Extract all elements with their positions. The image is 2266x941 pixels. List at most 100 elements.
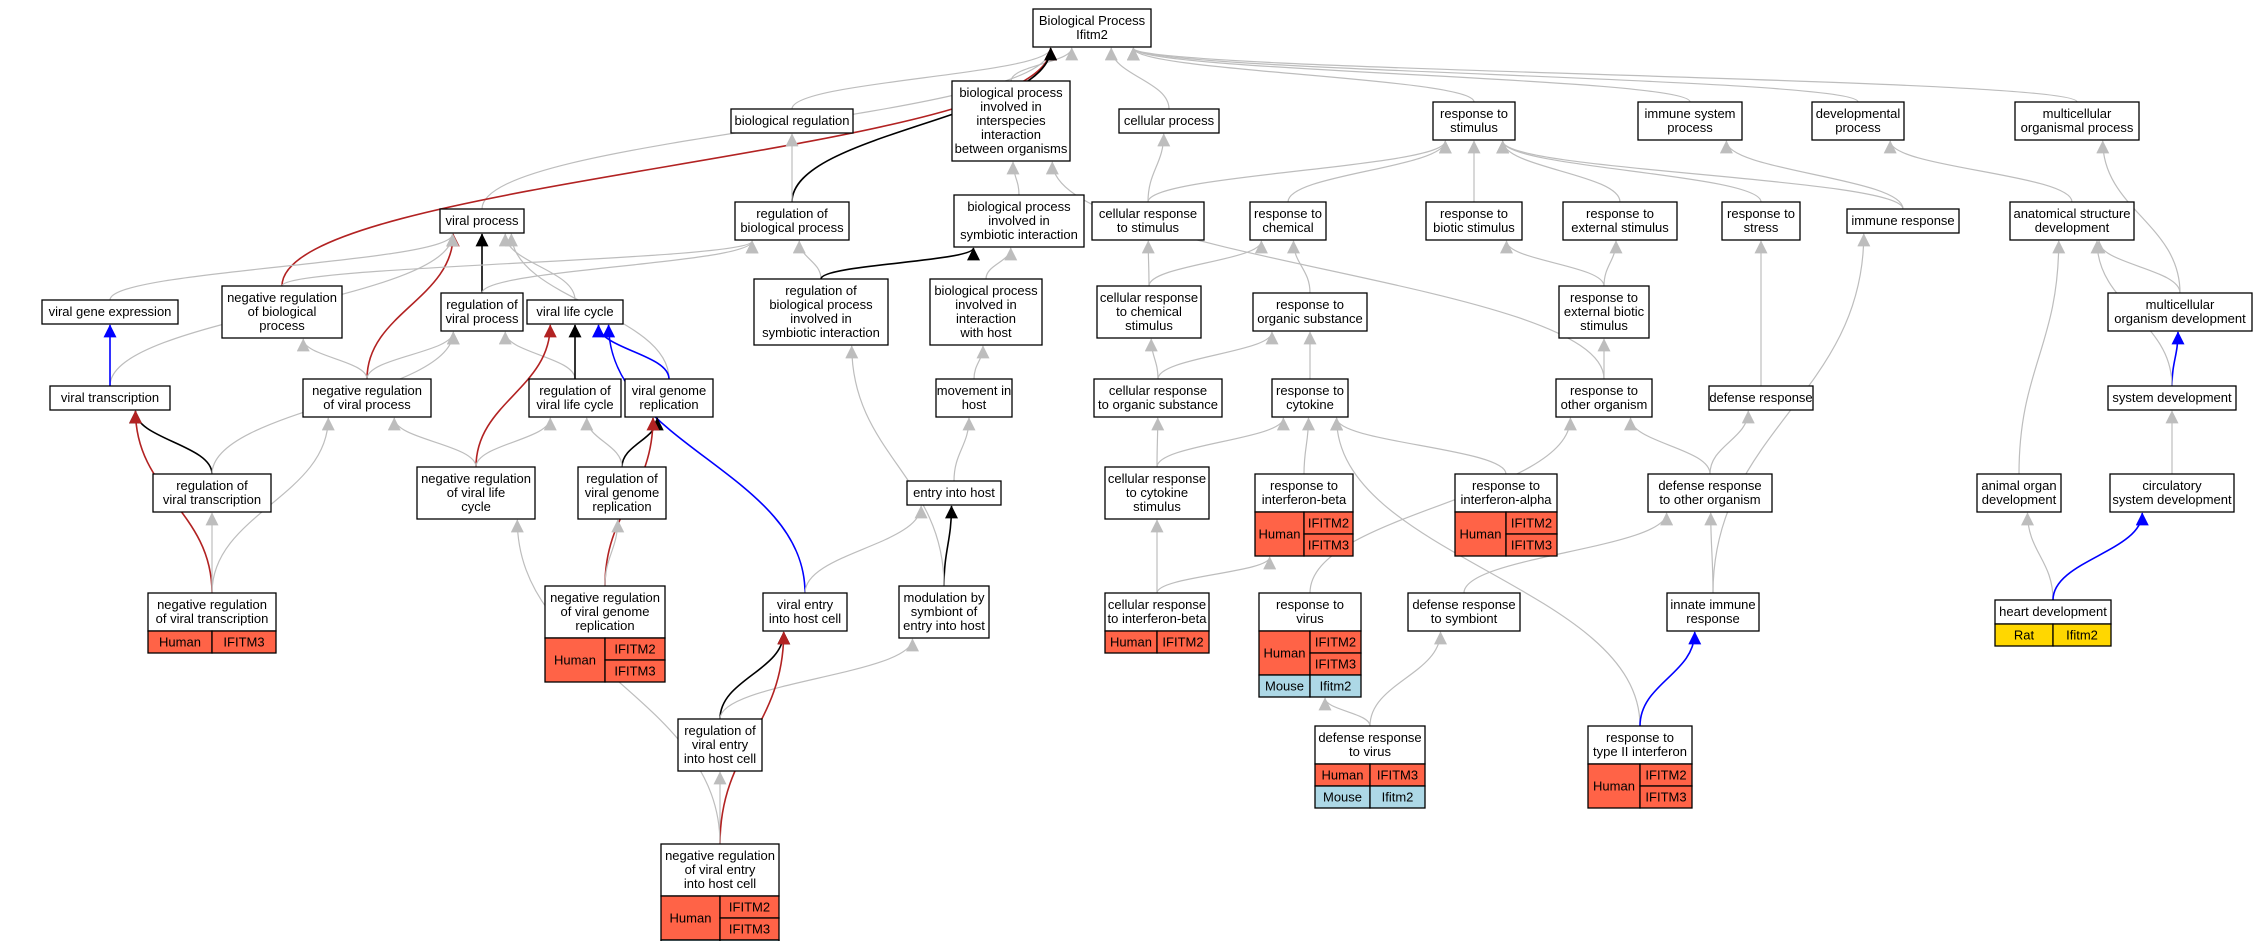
term-box — [1558, 285, 1650, 339]
term-label: movement in — [937, 383, 1011, 398]
relation-edge — [1330, 417, 1641, 727]
relation-edge — [1148, 240, 1268, 287]
go-term-node[interactable]: response tointerferon-alphaHumanIFITM2IF… — [1454, 473, 1558, 557]
term-box — [1314, 725, 1426, 765]
gene-cell — [604, 659, 666, 683]
term-label: organic substance — [1257, 311, 1363, 326]
term-label: response to — [1276, 297, 1344, 312]
term-box — [1093, 378, 1223, 418]
term-label: of viral transcription — [156, 611, 269, 626]
go-term-node[interactable]: response tointerferon-betaHumanIFITM2IFI… — [1254, 473, 1354, 557]
gene-symbol: IFITM2 — [729, 900, 770, 915]
term-label: system development — [2112, 390, 2232, 405]
term-label: cellular process — [1124, 113, 1215, 128]
relation-edge — [1127, 47, 1859, 103]
term-label: regulation of — [539, 383, 611, 398]
go-term-node[interactable]: immune response — [1846, 208, 1960, 234]
term-label: viral entry — [692, 737, 749, 752]
term-label: host — [962, 397, 987, 412]
term-label: regulation of — [176, 478, 248, 493]
relation-edge — [1624, 417, 1711, 475]
go-term-node[interactable]: viral transcription — [49, 385, 171, 411]
relation-edge — [973, 345, 990, 380]
term-label: cellular response — [1099, 206, 1197, 221]
term-label: cellular response — [1109, 383, 1207, 398]
term-box — [416, 466, 536, 520]
relation-edge — [2021, 512, 2054, 601]
term-label: negative regulation — [157, 597, 267, 612]
term-label: viral life cycle — [536, 304, 613, 319]
go-term-node[interactable]: cellular process — [1118, 108, 1220, 134]
go-term-node[interactable]: viral life cycle — [526, 299, 624, 325]
term-box — [1587, 725, 1693, 765]
term-box — [730, 108, 854, 134]
relation-edge — [2096, 140, 2181, 294]
term-box — [898, 585, 990, 639]
relation-edge — [387, 417, 477, 468]
relation-edge — [1318, 697, 1371, 727]
term-label: of viral life — [447, 485, 506, 500]
go-term-node[interactable]: entry into host — [906, 480, 1002, 506]
go-term-node[interactable]: biological regulation — [730, 108, 854, 134]
term-label: regulation of — [785, 283, 857, 298]
gene-cell — [1639, 785, 1693, 809]
go-term-node[interactable]: system development — [2107, 385, 2237, 411]
go-term-node[interactable]: viral gene expression — [41, 299, 179, 325]
species-name: Human — [1110, 635, 1152, 650]
edge-layer — [103, 47, 2185, 845]
go-term-node[interactable]: viral process — [439, 208, 525, 234]
go-term-node[interactable]: defense response — [1708, 385, 1814, 411]
relation-edge — [1883, 140, 2073, 203]
term-label: to symbiont — [1431, 611, 1498, 626]
